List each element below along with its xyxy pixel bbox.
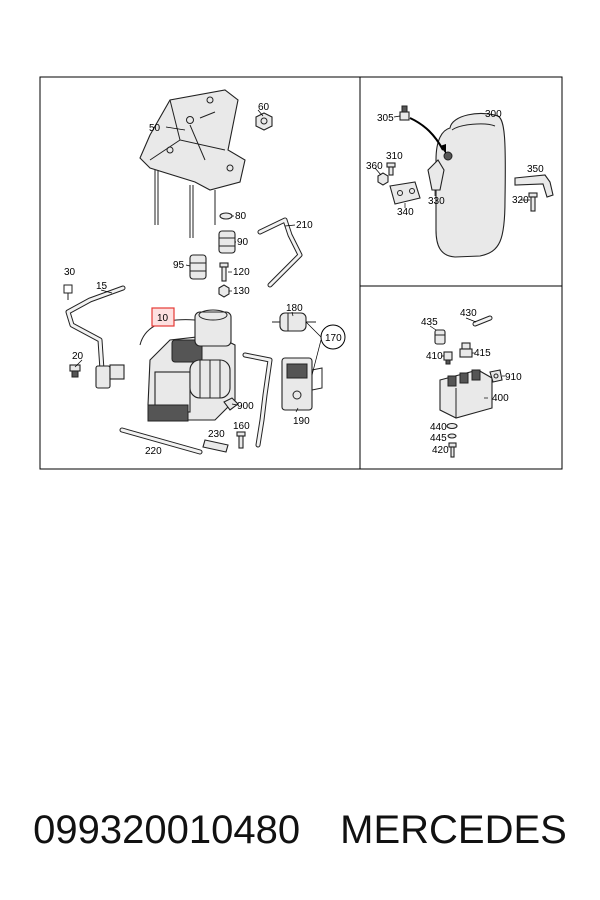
label-190: 190 bbox=[293, 416, 310, 427]
label-400: 400 bbox=[492, 393, 509, 404]
label-170: 170 bbox=[325, 333, 342, 344]
label-30: 30 bbox=[64, 267, 76, 278]
fitting-435 bbox=[434, 329, 446, 345]
label-300: 300 bbox=[485, 109, 502, 120]
washer-440 bbox=[446, 422, 458, 430]
compressor-10 bbox=[139, 309, 236, 422]
label-80: 80 bbox=[235, 211, 247, 222]
valve-block-400 bbox=[439, 369, 493, 419]
label-415: 415 bbox=[474, 348, 491, 359]
label-20: 20 bbox=[72, 351, 84, 362]
fitting-305 bbox=[399, 105, 410, 121]
label-230: 230 bbox=[208, 429, 225, 440]
label-420: 420 bbox=[432, 445, 449, 456]
relay-bracket-190 bbox=[281, 357, 323, 411]
parts-diagram: 50 60 80 90 95 120 130 210 30 15 10 180 … bbox=[39, 76, 563, 470]
fitting-415 bbox=[459, 342, 473, 358]
label-15: 15 bbox=[96, 281, 108, 292]
bracket-350 bbox=[514, 174, 554, 198]
arrow-305-head bbox=[440, 144, 446, 154]
filter-180 bbox=[272, 312, 316, 332]
reservoir-300 bbox=[435, 112, 506, 258]
label-10: 10 bbox=[157, 313, 169, 324]
bracket-910 bbox=[489, 369, 503, 383]
clip-30 bbox=[63, 284, 73, 300]
screw-420 bbox=[448, 442, 457, 458]
air-line-15 bbox=[65, 285, 126, 389]
part-number: 099320010480 bbox=[33, 807, 301, 852]
bolt-120 bbox=[219, 262, 229, 282]
bolt-320 bbox=[528, 192, 538, 212]
nut-60 bbox=[255, 112, 273, 131]
label-160: 160 bbox=[233, 421, 250, 432]
seal-445 bbox=[447, 433, 457, 439]
label-430: 430 bbox=[460, 308, 477, 319]
mounting-bracket-50 bbox=[139, 89, 246, 238]
label-440: 440 bbox=[430, 422, 447, 433]
label-90: 90 bbox=[237, 237, 249, 248]
label-910: 910 bbox=[505, 372, 522, 383]
label-60: 60 bbox=[258, 102, 270, 113]
label-330: 330 bbox=[428, 196, 445, 207]
label-130: 130 bbox=[233, 286, 250, 297]
fitting-410 bbox=[443, 351, 453, 365]
label-305: 305 bbox=[377, 113, 394, 124]
leader-lines-bottomright bbox=[429, 317, 505, 399]
bolt-160 bbox=[236, 431, 246, 449]
bracket-340 bbox=[389, 181, 421, 205]
leader-lines-main bbox=[74, 109, 322, 413]
label-210: 210 bbox=[296, 220, 313, 231]
washer-80 bbox=[219, 212, 233, 220]
label-360: 360 bbox=[366, 161, 383, 172]
brand-name: MERCEDES bbox=[340, 807, 567, 852]
tube-220 bbox=[119, 427, 203, 455]
label-120: 120 bbox=[233, 267, 250, 278]
label-320: 320 bbox=[512, 195, 529, 206]
bracket-330 bbox=[427, 159, 445, 191]
label-220: 220 bbox=[145, 446, 162, 457]
label-95: 95 bbox=[173, 260, 185, 271]
label-50: 50 bbox=[149, 123, 161, 134]
label-180: 180 bbox=[286, 303, 303, 314]
pipe-210 bbox=[257, 217, 303, 288]
label-350: 350 bbox=[527, 164, 544, 175]
nut-360 bbox=[377, 172, 389, 186]
bushing-90 bbox=[218, 230, 236, 254]
label-410: 410 bbox=[426, 351, 443, 362]
screw-310 bbox=[386, 162, 396, 176]
part-labels: 50 60 80 90 95 120 130 210 30 15 10 180 … bbox=[64, 102, 544, 457]
bushing-95 bbox=[189, 254, 207, 280]
fitting-20 bbox=[69, 364, 81, 378]
hose-to-relay bbox=[242, 352, 273, 448]
hose-430 bbox=[472, 315, 493, 327]
bolt-900 bbox=[223, 397, 239, 411]
bracket-230 bbox=[202, 439, 229, 453]
caption: 099320010480 MERCEDES bbox=[0, 800, 600, 860]
label-435: 435 bbox=[421, 317, 438, 328]
label-900: 900 bbox=[237, 401, 254, 412]
label-310: 310 bbox=[386, 151, 403, 162]
leader-lines-topright bbox=[374, 115, 530, 208]
label-340: 340 bbox=[397, 207, 414, 218]
label-445: 445 bbox=[430, 433, 447, 444]
highlight-box-10 bbox=[151, 307, 175, 327]
nut-130 bbox=[218, 284, 230, 298]
diagram-frame bbox=[39, 76, 563, 470]
